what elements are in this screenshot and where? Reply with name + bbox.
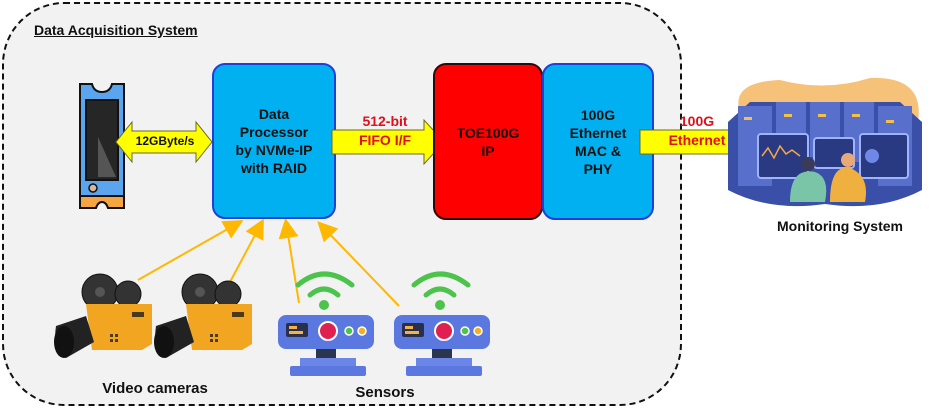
monitoring-room-icon <box>728 77 922 207</box>
connector-camera-1 <box>137 220 244 281</box>
ethernet-mac-phy-block: 100G Ethernet MAC & PHY <box>542 63 654 220</box>
video-camera-icon-1 <box>54 273 152 358</box>
video-camera-icon-2 <box>154 273 252 358</box>
system-title: Data Acquisition System <box>34 22 198 38</box>
monitoring-system-label: Monitoring System <box>776 218 903 234</box>
data-processor-block: Data Processor by NVMe-IP with RAID <box>212 63 336 219</box>
toe100g-ip-block: TOE100G IP <box>433 63 543 220</box>
fifo-label-top: 512-bit <box>362 113 408 129</box>
sensor-base-1 <box>290 358 366 376</box>
connector-sensor-1 <box>278 218 300 304</box>
nvme-ssd-icon <box>79 83 125 209</box>
video-cameras-label: Video cameras <box>102 380 208 397</box>
ethernet-label-top: 100G <box>679 113 715 129</box>
ssd-link-label: 12GByte/s <box>135 134 195 148</box>
connector-sensor-2 <box>317 221 400 307</box>
sensor-base-2 <box>406 358 482 376</box>
connector-camera-2 <box>229 218 264 283</box>
sensors-label: Sensors <box>355 384 415 401</box>
fifo-label-bottom: FIFO I/F <box>358 132 412 148</box>
sensor-icon-1 <box>278 271 374 361</box>
ethernet-label-bottom: Ethernet <box>668 132 726 148</box>
sensor-icon-2 <box>394 271 490 361</box>
